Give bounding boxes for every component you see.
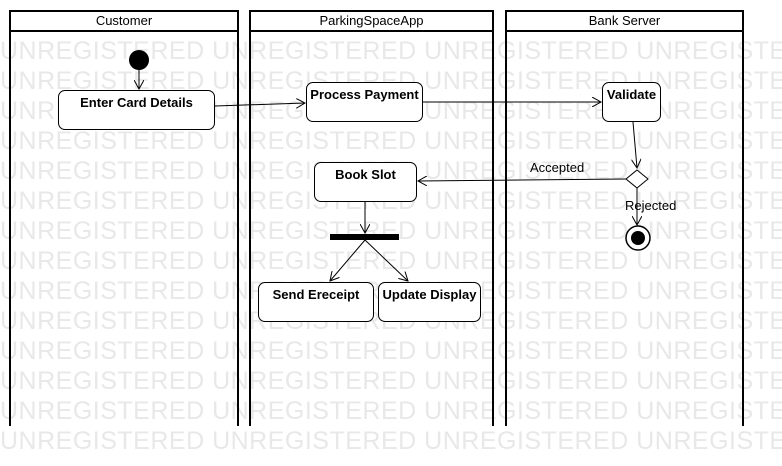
watermark-text: UNREGISTERED UNREGISTERED UNREGISTERED U…	[0, 397, 782, 425]
watermark-text: UNREGISTERED UNREGISTERED UNREGISTERED U…	[0, 217, 782, 245]
lane-title-parkingspaceapp: ParkingSpaceApp	[251, 10, 492, 32]
watermark-text: UNREGISTERED UNREGISTERED UNREGISTERED U…	[0, 127, 782, 155]
fork-bar	[330, 234, 399, 240]
lane-title-customer: Customer	[11, 10, 237, 32]
guard-rejected: Rejected	[625, 198, 677, 213]
watermark-text: UNREGISTERED UNREGISTERED UNREGISTERED U…	[0, 367, 782, 395]
lane-bank-server: Bank Server	[505, 10, 744, 426]
final-node-core	[631, 231, 645, 245]
decision-node	[625, 169, 649, 189]
action-validate: Validate	[602, 82, 661, 122]
action-enter-card-details: Enter Card Details	[58, 90, 215, 130]
watermark-text: UNREGISTERED UNREGISTERED UNREGISTERED U…	[0, 427, 782, 455]
edge-enter-card-to-process-payment	[214, 103, 305, 106]
edge-validate-to-decision	[633, 121, 637, 168]
edge-fork-to-update-display	[364, 239, 408, 281]
lane-title-bank-server: Bank Server	[507, 10, 742, 32]
action-process-payment: Process Payment	[306, 82, 423, 122]
watermark-text: UNREGISTERED UNREGISTERED UNREGISTERED U…	[0, 247, 782, 275]
guard-accepted: Accepted	[530, 160, 585, 175]
action-update-display: Update Display	[378, 282, 481, 322]
initial-node	[129, 50, 149, 70]
edge-accepted-to-book-slot	[418, 179, 627, 181]
edge-fork-to-send-ereceipt	[330, 239, 366, 281]
lane-customer: Customer	[9, 10, 239, 426]
lane-parkingspaceapp: ParkingSpaceApp	[249, 10, 494, 426]
watermark-text: UNREGISTERED UNREGISTERED UNREGISTERED U…	[0, 337, 782, 365]
action-book-slot: Book Slot	[314, 162, 417, 202]
action-send-ereceipt: Send Ereceipt	[258, 282, 374, 322]
